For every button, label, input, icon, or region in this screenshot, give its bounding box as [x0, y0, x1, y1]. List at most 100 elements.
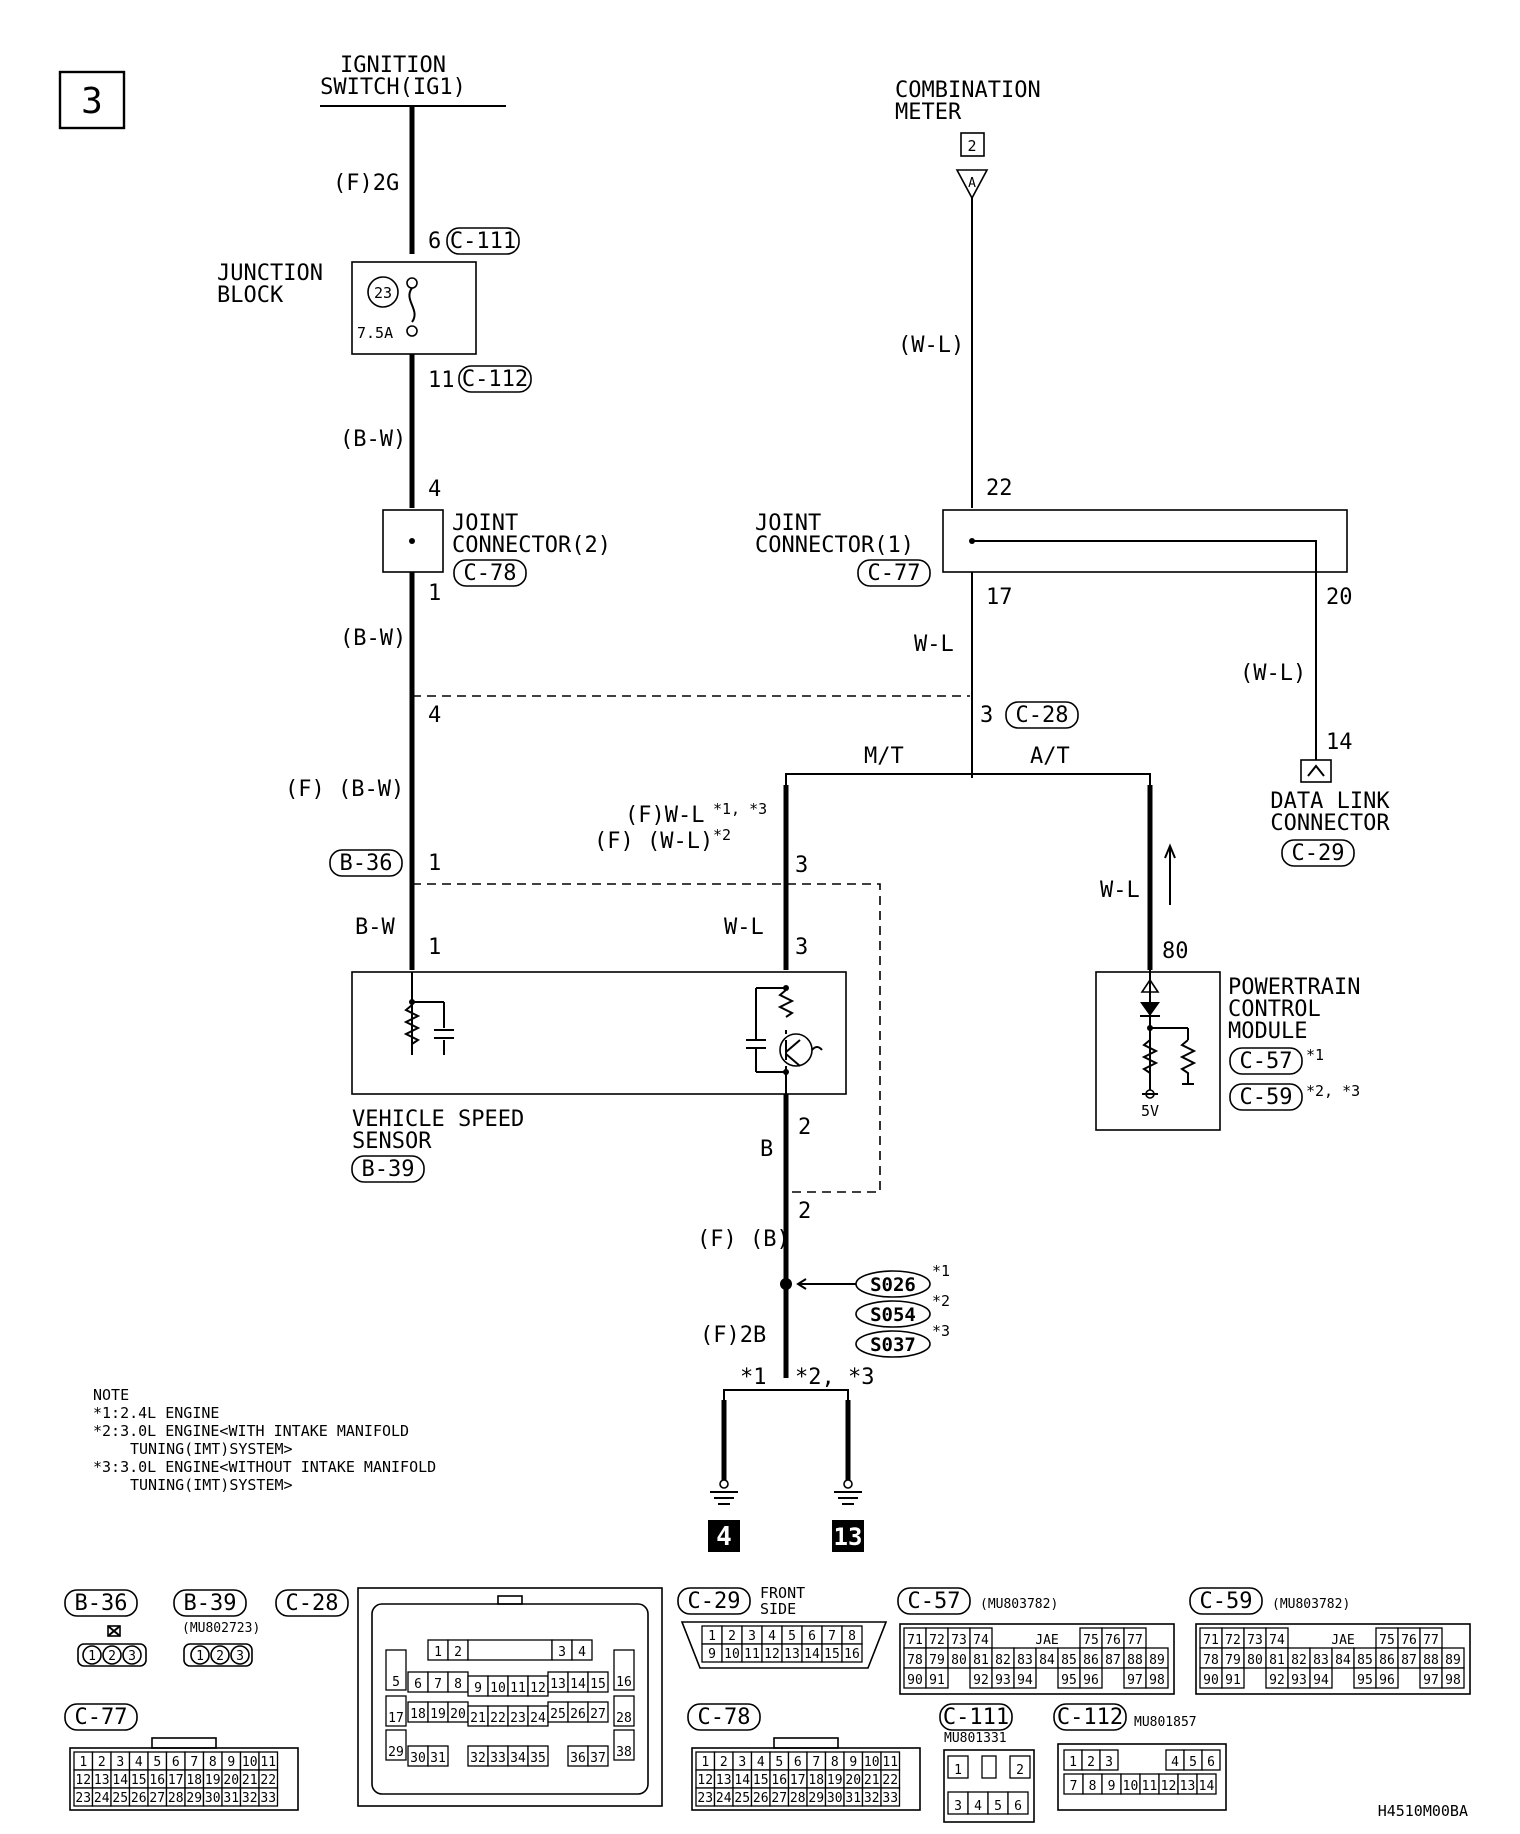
svg-text:(B-W): (B-W) [340, 626, 406, 651]
svg-text:3: 3 [980, 703, 993, 728]
splice-point [780, 1278, 792, 1290]
c28-pin-label: 10 [490, 1681, 506, 1696]
c78-cells-pin-label: 10 [864, 1755, 880, 1770]
c77-cells-pin-label: 14 [112, 1773, 128, 1788]
c78-cells-pin-label: 14 [734, 1773, 750, 1788]
c112-pin-label: 10 [1123, 1779, 1139, 1794]
c59-cells-pin-label: 72 [1225, 1633, 1241, 1648]
c59-cells-pin-label: 88 [1423, 1653, 1439, 1668]
note-block: NOTE *1:2.4L ENGINE *2:3.0L ENGINE<WITH … [93, 1386, 436, 1494]
c28-pin-label: 13 [550, 1677, 566, 1692]
c57-cells-brand: JAE [1035, 1633, 1058, 1648]
svg-text:CONNECTOR: CONNECTOR [1270, 811, 1390, 836]
c28-pin-label: 26 [570, 1707, 586, 1722]
svg-text:2: 2 [798, 1115, 811, 1140]
c29-cells-pin-label: 3 [748, 1629, 756, 1644]
c28-pin-label: 24 [530, 1711, 546, 1726]
svg-text:DATA LINK: DATA LINK [1270, 789, 1390, 814]
svg-text:*2, *3: *2, *3 [1306, 1082, 1360, 1100]
svg-text:C-28: C-28 [1016, 703, 1069, 728]
c57-cells-pin-label: 73 [951, 1633, 967, 1648]
c57-cells-pin-label: 96 [1083, 1673, 1099, 1688]
c59-cells-pin-label: 85 [1357, 1653, 1373, 1668]
c111-pin [1009, 1755, 1031, 1779]
c112-pin-label: 14 [1199, 1779, 1215, 1794]
svg-text:*3:3.0L ENGINE<WITHOUT INTAKE: *3:3.0L ENGINE<WITHOUT INTAKE MANIFOLD [93, 1458, 436, 1476]
c77-cells-pin-label: 31 [223, 1791, 239, 1806]
c78-cells-pin-label: 33 [882, 1791, 898, 1806]
c57-cells-pin-label: 98 [1149, 1673, 1165, 1688]
c77-cells-pin-label: 11 [260, 1755, 276, 1770]
c77-cells-pin-label: 13 [94, 1773, 110, 1788]
svg-text:1: 1 [428, 851, 441, 876]
c59-cells-pin-label: 76 [1401, 1633, 1417, 1648]
c59-cells-pin [1309, 1667, 1333, 1689]
c57-cells-pin [1013, 1667, 1037, 1689]
c112-pin-label: 12 [1161, 1779, 1177, 1794]
c111-pin [947, 1755, 969, 1779]
c29-cells-pin-label: 8 [848, 1629, 856, 1644]
svg-text:17: 17 [986, 585, 1013, 610]
c112-pin-label: 6 [1207, 1755, 1215, 1770]
svg-text:C-112: C-112 [462, 367, 528, 392]
svg-text:SENSOR: SENSOR [352, 1129, 432, 1154]
c28-pin-label: 19 [430, 1707, 446, 1722]
c59-cells-pin-label: 74 [1269, 1633, 1285, 1648]
c111-pin [1007, 1791, 1029, 1815]
c78-cells-pin-label: 1 [701, 1755, 709, 1770]
c28-pin-label: 33 [490, 1751, 506, 1766]
svg-text:2: 2 [108, 1649, 116, 1664]
c78-cells-pin-label: 17 [790, 1773, 806, 1788]
c77-cells-pin-label: 9 [227, 1755, 235, 1770]
svg-text:C-59: C-59 [1200, 1589, 1253, 1614]
c28-pin-label: 31 [430, 1751, 446, 1766]
svg-text:3: 3 [236, 1649, 244, 1664]
connector-view-b39: B-39 (MU802723) 1 2 3 [173, 1589, 260, 1667]
svg-text:CONNECTOR(1): CONNECTOR(1) [755, 533, 914, 558]
svg-text:JOINT: JOINT [755, 511, 821, 536]
svg-text:S037: S037 [870, 1334, 916, 1356]
c59-cells-pin-label: 89 [1445, 1653, 1461, 1668]
svg-text:SIDE: SIDE [760, 1600, 796, 1618]
c77-cells-pin-label: 8 [209, 1755, 217, 1770]
svg-text:C-77: C-77 [75, 1705, 128, 1730]
svg-text:*2, *3: *2, *3 [795, 1365, 874, 1390]
c57-cells-pin-label: 74 [973, 1633, 989, 1648]
c29-cells-pin-label: 1 [708, 1629, 716, 1644]
svg-text:MU801331: MU801331 [944, 1731, 1007, 1746]
ground-point-13: 13 [832, 1520, 864, 1552]
svg-text:C-29: C-29 [688, 1589, 741, 1614]
mt-at-bracket [785, 773, 1151, 785]
c57-cells-pin-label: 93 [995, 1673, 1011, 1688]
c77-cells-pin-label: 21 [242, 1773, 258, 1788]
figure-code: H4510M00BA [1378, 1802, 1468, 1820]
c59-cells-pin-label: 98 [1445, 1673, 1461, 1688]
c77-cells-pin-label: 1 [79, 1755, 87, 1770]
connector-c28-ref: C-28 [1005, 701, 1079, 729]
svg-text:A/T: A/T [1030, 744, 1070, 769]
svg-text:C-29: C-29 [1292, 841, 1345, 866]
c78-cells-pin-label: 3 [738, 1755, 746, 1770]
page-number: 3 [81, 81, 103, 122]
splice-s037: S037*3 [855, 1322, 950, 1358]
svg-text:C-78: C-78 [464, 561, 517, 586]
svg-text:B-W: B-W [355, 915, 395, 940]
c57-cells-pin [1145, 1667, 1169, 1689]
svg-text:JOINT: JOINT [452, 511, 518, 536]
c28-pin-label: 8 [454, 1677, 462, 1692]
c29-cells-pin-label: 16 [844, 1647, 860, 1662]
c57-cells-pin-label: 85 [1061, 1653, 1077, 1668]
ground-bracket [723, 1389, 849, 1400]
c111-pin-label: 2 [1016, 1763, 1024, 1778]
svg-text:B-39: B-39 [184, 1591, 237, 1616]
c28-pin-label: 16 [616, 1675, 632, 1690]
c28-pin [613, 1729, 635, 1761]
svg-text:14: 14 [1326, 730, 1353, 755]
c28-pin-label: 27 [590, 1707, 606, 1722]
c78-cells-pin-label: 24 [716, 1791, 732, 1806]
c78-cells-pin-label: 21 [864, 1773, 880, 1788]
c59-cells-pin-label: 90 [1203, 1673, 1219, 1688]
